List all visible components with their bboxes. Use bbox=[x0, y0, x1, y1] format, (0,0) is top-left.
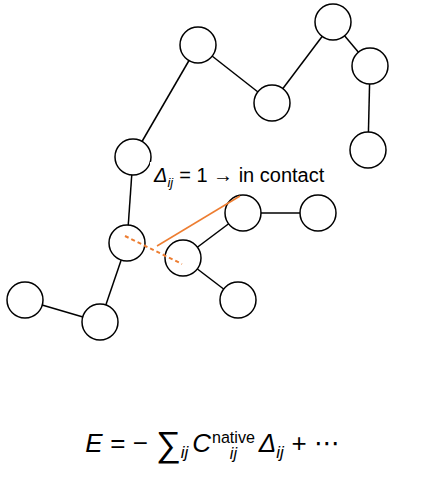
math-text: native bbox=[212, 429, 255, 445]
math-text: = 1 → in contact bbox=[179, 164, 324, 186]
chain-bonds bbox=[25, 22, 370, 322]
math-text: ij bbox=[212, 445, 255, 461]
script-stack: nativeij bbox=[212, 429, 255, 461]
contact-dashed-line bbox=[125, 236, 182, 264]
contact-label: Δij = 1 → in contact bbox=[150, 162, 334, 192]
math-text: C bbox=[192, 428, 211, 458]
math-text: ij bbox=[167, 175, 173, 190]
chain-beads bbox=[7, 4, 388, 340]
energy-equation: E= −∑ijCnativeijΔij+ ⋯ bbox=[0, 424, 433, 464]
math-text: Δ bbox=[259, 428, 276, 458]
math-text: ij bbox=[181, 443, 189, 462]
math-text: Δ bbox=[154, 164, 167, 186]
leader-line bbox=[157, 196, 240, 246]
math-text: ij bbox=[276, 443, 284, 462]
math-text: = − bbox=[110, 428, 148, 458]
math-text: ∑ bbox=[156, 424, 181, 463]
math-text: E bbox=[85, 428, 102, 458]
math-text: + ⋯ bbox=[292, 428, 340, 458]
